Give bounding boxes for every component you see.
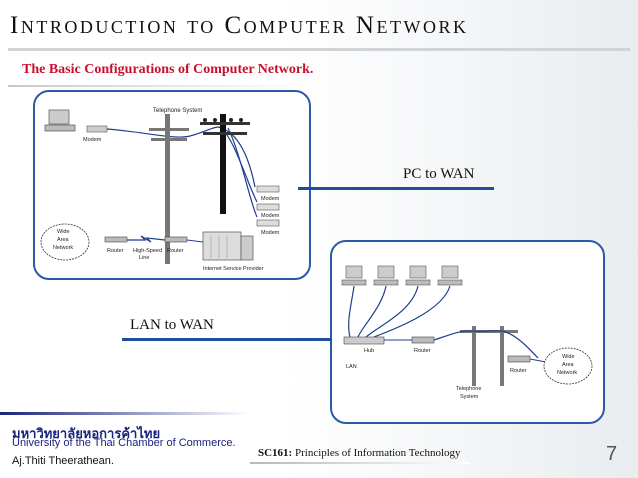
pc-icon (405, 265, 431, 286)
telephone-pole (165, 114, 170, 264)
cloud-icon (543, 347, 593, 385)
subtitle-divider (8, 85, 308, 87)
title-divider (8, 48, 630, 51)
telephone-pole (472, 326, 476, 386)
page-number: 7 (606, 443, 618, 465)
highspeed-label-2: Line (139, 255, 149, 261)
pc-to-wan-illustration: Telephone System Modem Modem Modem (40, 108, 280, 272)
telephone-system-label: Telephone System (153, 108, 202, 114)
isp-label: Internet Service Provider (203, 266, 264, 272)
wan-label-2: Area (562, 362, 575, 368)
highspeed-label-1: High-Speed (133, 248, 162, 254)
router-2-label: Router (510, 368, 527, 374)
pc-icon (437, 265, 463, 286)
university-thai-name: มหาวิทยาลัยหอการค้าไทย (12, 427, 161, 442)
lan-to-wan-diagram: Hub LAN Router Router Wide Area Network … (330, 240, 605, 424)
pc-to-wan-connector (298, 187, 494, 190)
course-code: SC161: (258, 447, 293, 459)
pc-to-wan-label: PC to WAN (403, 166, 475, 182)
modem-1-label: Modem (261, 196, 280, 202)
modem-icon (256, 219, 280, 227)
course-name: Principles of Information Technology (292, 447, 461, 459)
telephone-pole (500, 326, 504, 386)
university-name: University of the Thai Chamber of Commer… (12, 437, 236, 449)
wan-label-1: Wide (57, 229, 70, 235)
footer-divider (0, 412, 250, 415)
router-2-label: Router (167, 248, 184, 254)
modem-left-label: Modem (83, 137, 102, 143)
lan-to-wan-connector (122, 338, 332, 341)
lan-label: LAN (346, 364, 357, 370)
wan-label-3: Network (557, 370, 577, 376)
modem-3-label: Modem (261, 230, 280, 236)
modem-2-label: Modem (261, 213, 280, 219)
cloud-icon (40, 223, 90, 261)
modem-icon (86, 125, 108, 133)
hub-label: Hub (364, 348, 374, 354)
telephone-system-label-2: System (460, 394, 479, 400)
wan-label-1: Wide (562, 354, 575, 360)
modem-icon (256, 185, 280, 193)
router-icon (164, 236, 188, 243)
telephone-pole (220, 114, 226, 214)
wan-label-2: Area (57, 237, 70, 243)
pc-icon (48, 109, 70, 125)
hub-icon (343, 336, 385, 345)
telephone-system-label-1: Telephone (456, 386, 481, 392)
course-divider (250, 462, 470, 464)
modem-icon (256, 203, 280, 211)
server-icon (202, 231, 242, 261)
router-icon (104, 236, 128, 243)
router-1-label: Router (414, 348, 431, 354)
router-icon (411, 336, 435, 344)
lan-to-wan-label: LAN to WAN (130, 317, 214, 333)
slide-subtitle: The Basic Configurations of Computer Net… (22, 62, 314, 77)
lan-to-wan-illustration: Hub LAN Router Router Wide Area Network … (341, 265, 593, 400)
pc-icon (373, 265, 399, 286)
router-icon (507, 355, 531, 363)
course-title: SC161: Principles of Information Technol… (258, 447, 461, 459)
author-name: Aj.Thiti Theerathean. (12, 455, 114, 467)
wan-label-3: Network (53, 245, 73, 251)
pc-to-wan-diagram: Telephone System Modem Modem Modem (33, 90, 311, 280)
pc-icon (341, 265, 367, 286)
router-1-label: Router (107, 248, 124, 254)
slide-title: Introduction to Computer Network (10, 12, 469, 39)
